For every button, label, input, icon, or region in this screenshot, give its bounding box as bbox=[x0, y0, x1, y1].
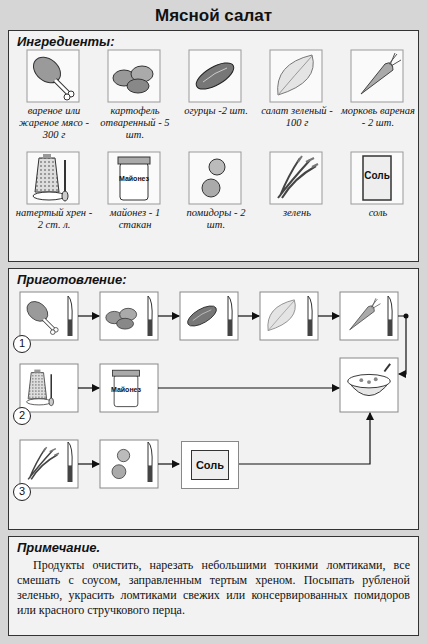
ingredient-text: картофель отваренный - 5 шт. bbox=[96, 105, 174, 141]
icon-label: Соль bbox=[353, 170, 401, 181]
icon-label: Майонез bbox=[112, 175, 156, 182]
section-heading: Ингредиенты: bbox=[9, 31, 418, 52]
ingredient-text: майонез - 1 стакан bbox=[96, 207, 174, 231]
ingredient-text: помидоры - 2 шт. bbox=[177, 207, 255, 231]
section-panel: Примечание.Продукты очистить, нарезать н… bbox=[8, 536, 419, 636]
section-panel: Ингредиенты: вареное или жареное мясо - 3… bbox=[8, 30, 419, 262]
ingredient-caption: картофель отваренный - 5 шт. bbox=[96, 105, 174, 141]
ingredient-caption: салат зеленый - 100 г bbox=[258, 105, 336, 129]
section-heading: Приготовление: bbox=[9, 269, 418, 290]
ingredient-text: морковь вареная - 2 шт. bbox=[339, 105, 417, 129]
ingredient-text: натертый хрен - 2 ст. л. bbox=[15, 207, 93, 231]
ingredient-text: вареное или жареное мясо - 300 г bbox=[15, 105, 93, 141]
ingredient-caption: морковь вареная - 2 шт. bbox=[339, 105, 417, 129]
ingredient-text: салат зеленый - 100 г bbox=[258, 105, 336, 129]
salt-label: Соль bbox=[191, 450, 229, 480]
salt-box: Соль bbox=[181, 441, 239, 489]
ingredient-text: зелень bbox=[258, 207, 336, 219]
step-number-text: 1 bbox=[14, 336, 30, 351]
icon-label: Майонез bbox=[108, 386, 144, 393]
note-text: Продукты очистить, нарезать небольшими т… bbox=[9, 558, 418, 618]
step-number-text: 3 bbox=[14, 484, 30, 499]
ingredient-text: соль bbox=[339, 207, 417, 219]
step-number: 2 bbox=[13, 407, 31, 425]
ingredient-caption: помидоры - 2 шт. bbox=[177, 207, 255, 231]
title: Мясной салат bbox=[0, 6, 427, 26]
ingredient-caption: натертый хрен - 2 ст. л. bbox=[15, 207, 93, 231]
ingredient-caption: огурцы -2 шт. bbox=[177, 105, 255, 117]
section-heading: Примечание. bbox=[9, 537, 418, 558]
ingredient-caption: зелень bbox=[258, 207, 336, 219]
ingredient-text: огурцы -2 шт. bbox=[177, 105, 255, 117]
step-number-text: 2 bbox=[14, 408, 30, 423]
section-panel: Приготовление: 1 2 3 Соль bbox=[8, 268, 419, 530]
ingredient-caption: вареное или жареное мясо - 300 г bbox=[15, 105, 93, 141]
step-number: 1 bbox=[13, 335, 31, 353]
ingredient-caption: соль bbox=[339, 207, 417, 219]
step-number: 3 bbox=[13, 483, 31, 501]
ingredient-caption: майонез - 1 стакан bbox=[96, 207, 174, 231]
